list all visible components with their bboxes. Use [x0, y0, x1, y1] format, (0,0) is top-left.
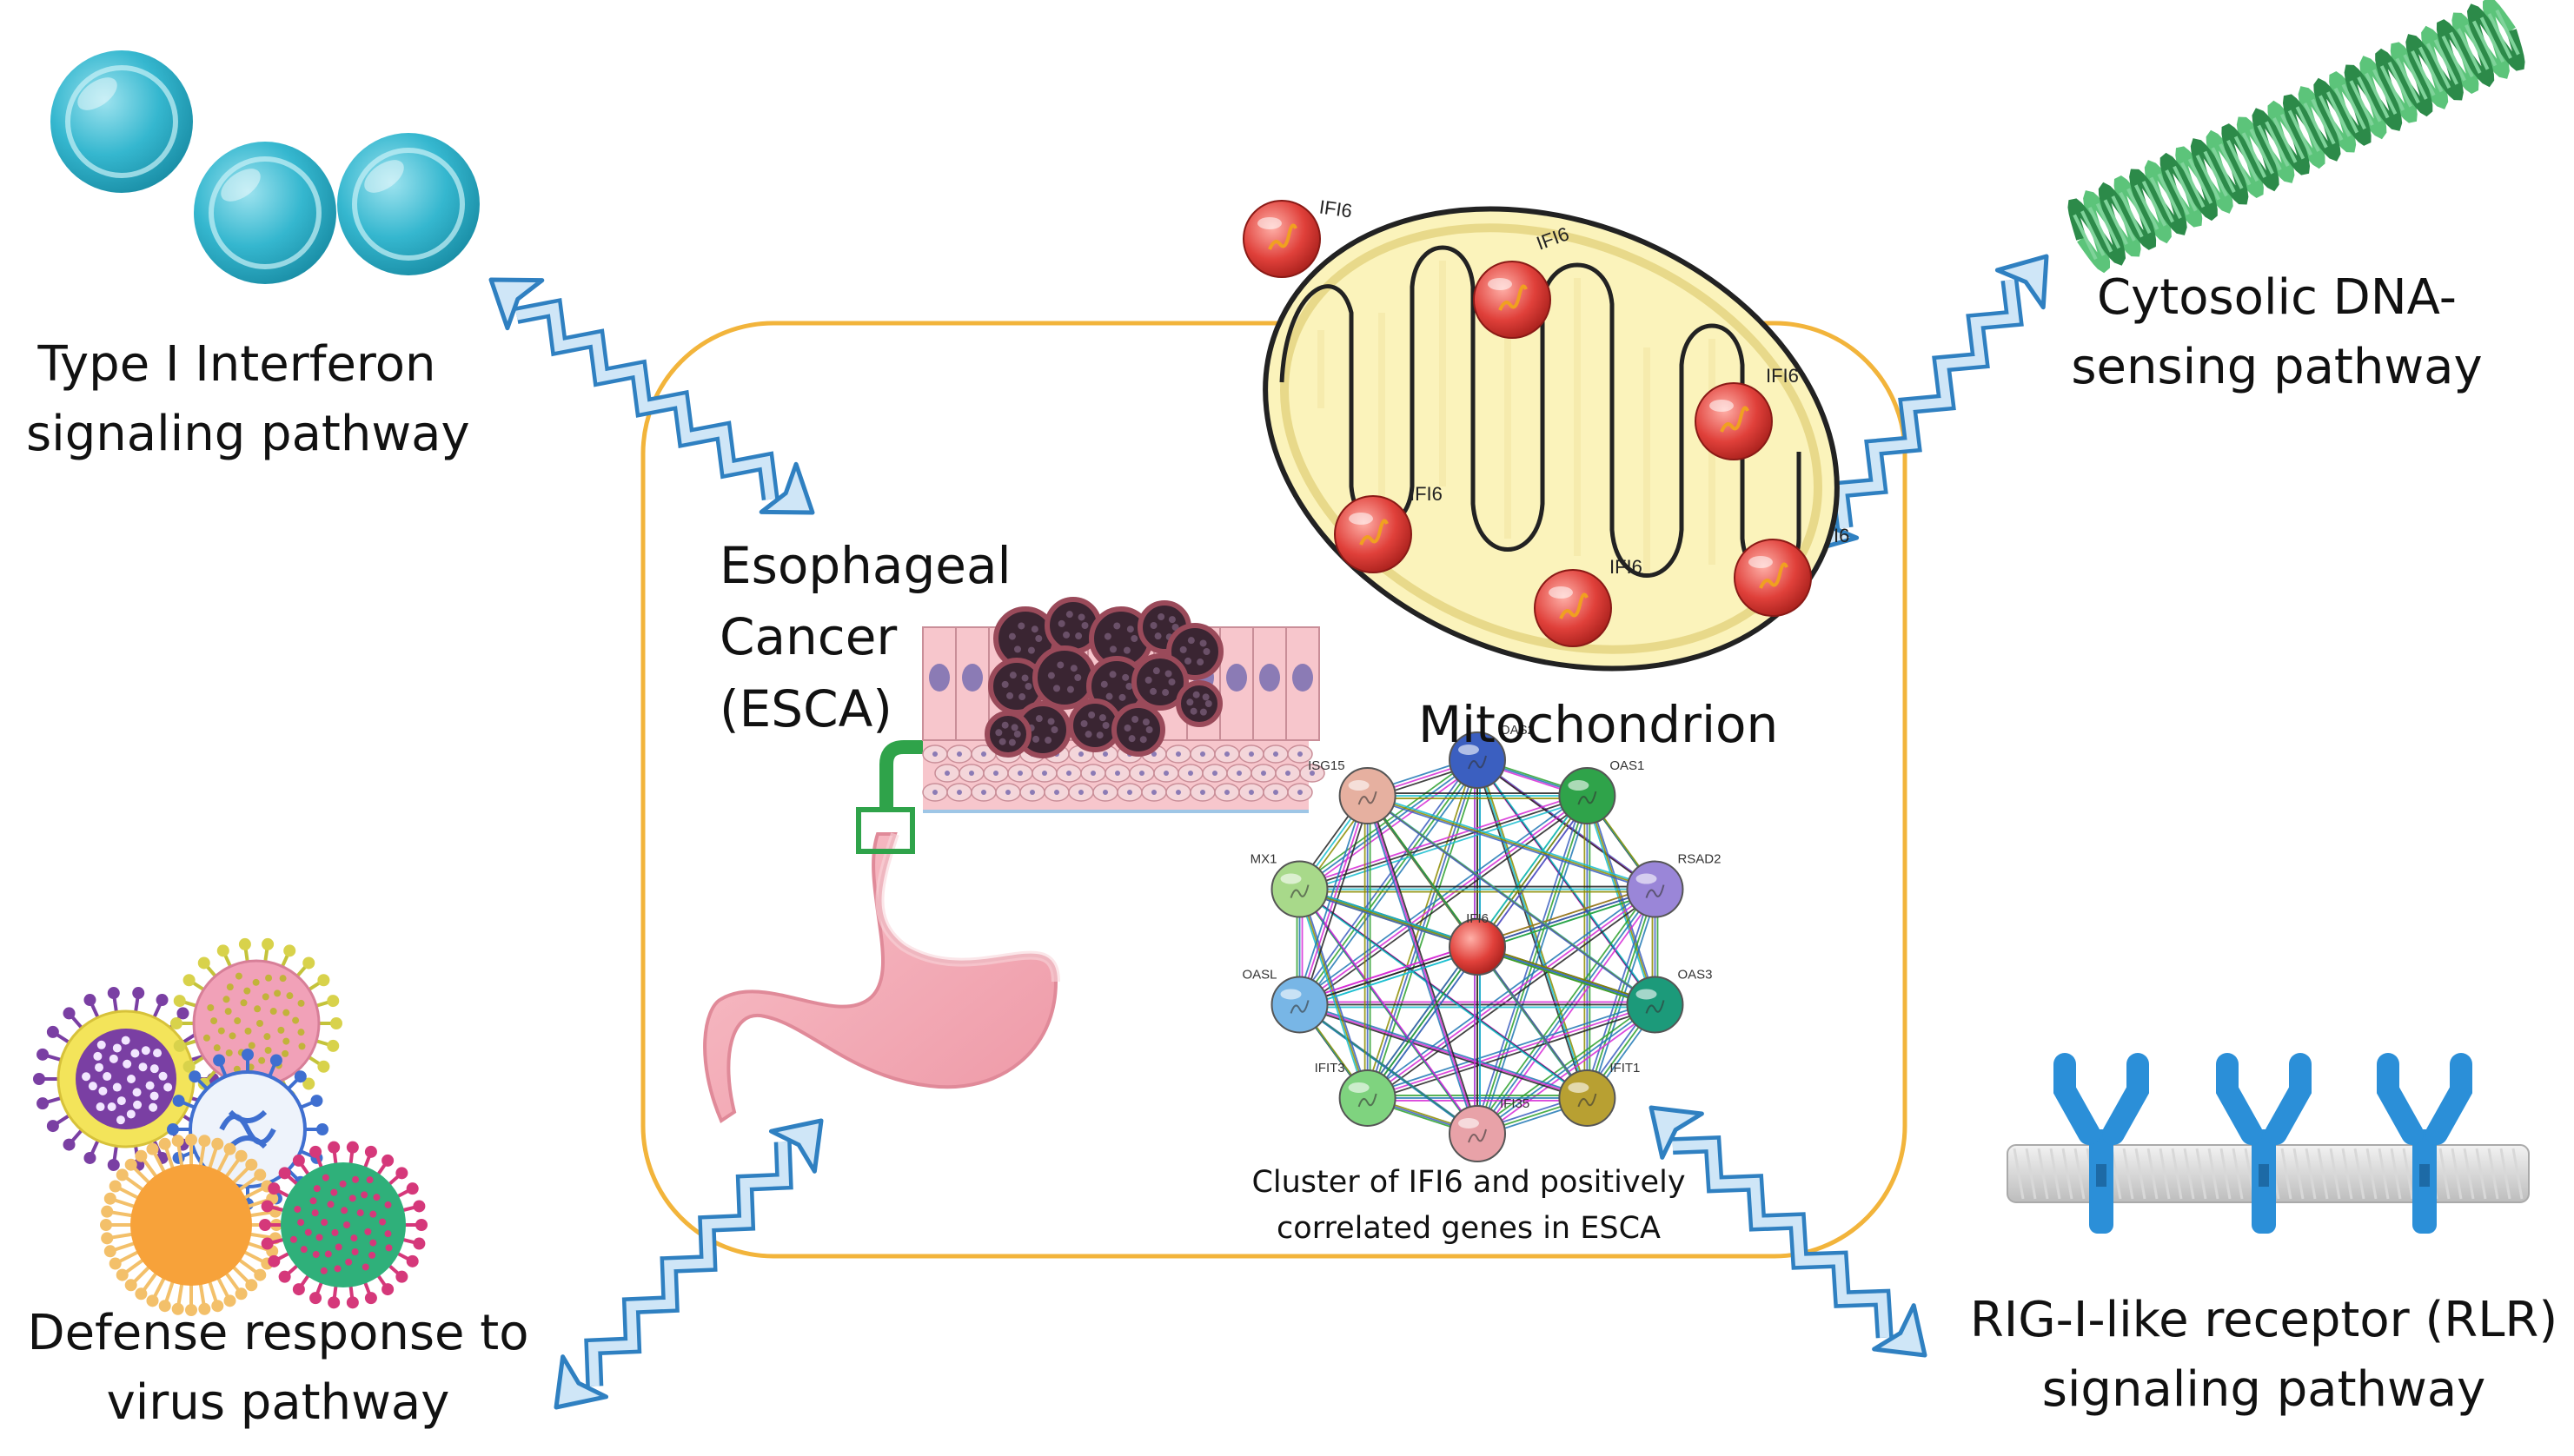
network-node-label: OAS2	[1500, 723, 1535, 738]
network-node: IFIT3	[1315, 1061, 1396, 1127]
network-node-label: IFIT3	[1315, 1061, 1345, 1075]
network-node: ISG15	[1308, 758, 1396, 825]
mitochondrion-label: Mitochondrion	[1418, 695, 1779, 754]
virus-cluster-icon	[33, 937, 428, 1316]
network-node: RSAD2	[1626, 852, 1722, 918]
rlr-line-2: signaling pathway	[2041, 1360, 2486, 1418]
network-node-label: ISG15	[1308, 758, 1345, 773]
cytosolic-line-2: sensing pathway	[2071, 338, 2483, 395]
cytosolic-line-1: Cytosolic DNA-	[2097, 269, 2457, 326]
membrane-receptor-icon	[2007, 1053, 2530, 1234]
central-frame	[640, 321, 1907, 1259]
mito-protein-tag: IFI6	[1410, 483, 1443, 505]
network-center-node: IFI6	[1449, 911, 1506, 976]
network-node-label: IFI35	[1500, 1096, 1529, 1111]
network-node-label: RSAD2	[1677, 852, 1721, 867]
defense-arrow	[554, 1118, 824, 1410]
type1-line-2: signaling pathway	[26, 405, 470, 462]
network-node: OAS1	[1558, 758, 1644, 825]
interferon-spheres-icon	[50, 50, 480, 284]
network-node-label: MX1	[1251, 852, 1277, 867]
cluster-caption: Cluster of IFI6 and positively correlate…	[1225, 1160, 1712, 1251]
tumor-epithelium-icon	[922, 597, 1325, 813]
defense-line-2: virus pathway	[106, 1373, 450, 1431]
esca-line-2: Cancer	[720, 607, 898, 667]
gene-network-icon: OAS2OAS1RSAD2OAS3IFIT1IFI35IFIT3OASLMX1I…	[1242, 723, 1722, 1162]
network-node-label: IFIT1	[1609, 1061, 1640, 1075]
mito-protein-tag: IFI6	[1766, 365, 1799, 387]
caption-line-2: correlated genes in ESCA	[1277, 1210, 1661, 1246]
network-node: OAS2	[1449, 723, 1535, 789]
esca-label: Esophageal Cancer (ESCA)	[720, 530, 1012, 745]
network-node: OAS3	[1626, 967, 1713, 1034]
network-center-label: IFI6	[1466, 911, 1489, 926]
esca-line-1: Esophageal	[720, 536, 1012, 595]
rlr-pathway-label: RIG-I-like receptor (RLR) signaling path…	[1960, 1286, 2568, 1424]
mito-protein-tag: IFI6	[1317, 195, 1354, 222]
network-node-label: OAS3	[1677, 967, 1712, 982]
network-node-label: OAS1	[1609, 758, 1644, 773]
network-node: IFI35	[1449, 1096, 1529, 1162]
caption-line-1: Cluster of IFI6 and positively	[1251, 1165, 1686, 1200]
network-node: OASL	[1242, 967, 1329, 1034]
rlr-line-1: RIG-I-like receptor (RLR)	[1969, 1292, 2558, 1348]
type1-arrow	[488, 277, 815, 515]
type1-line-1: Type I Interferon	[37, 336, 436, 393]
mito-protein-tag: IFI6	[1609, 556, 1642, 578]
defense-response-label: Defense response to virus pathway	[17, 1299, 539, 1437]
esca-line-3: (ESCA)	[720, 678, 892, 738]
dna-helix-icon	[2067, 0, 2525, 274]
rlr-arrow	[1649, 1105, 1927, 1358]
network-node: MX1	[1251, 852, 1329, 918]
type1-interferon-label: Type I Interferon signaling pathway	[26, 330, 470, 468]
mito-protein-tag: I6	[1834, 525, 1850, 546]
defense-line-1: Defense response to	[27, 1305, 529, 1361]
mitochondrion-icon	[1243, 200, 1840, 672]
cytosolic-arrow	[1805, 254, 2049, 554]
network-node: IFIT1	[1558, 1061, 1640, 1127]
network-node-label: OASL	[1242, 967, 1277, 982]
cytosolic-dna-label: Cytosolic DNA- sensing pathway	[2060, 263, 2494, 401]
